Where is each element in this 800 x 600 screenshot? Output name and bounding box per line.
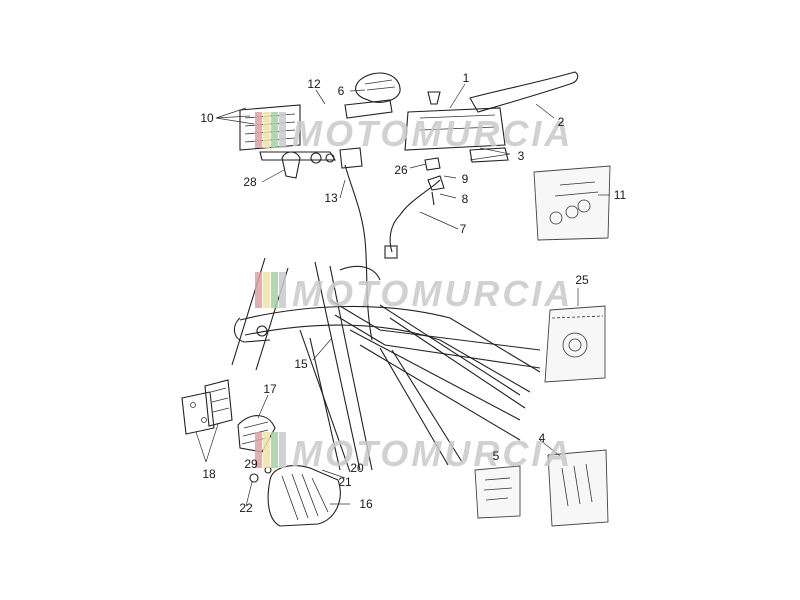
- watermark-middle: MOTOMURCIA: [255, 272, 573, 314]
- callout-label: 11: [614, 188, 627, 202]
- callout-label: 12: [307, 77, 321, 91]
- watermark-stripe: [271, 432, 278, 468]
- watermark-stripe: [255, 272, 262, 308]
- watermark-group: MOTOMURCIA MOTOMURCIA MOTOMURCIA: [255, 112, 573, 474]
- callout-label: 21: [338, 475, 352, 489]
- callout-label: 22: [239, 501, 253, 515]
- parts-bags: [474, 165, 611, 527]
- watermark-stripe: [255, 432, 262, 468]
- watermark-stripe: [263, 272, 270, 308]
- watermark-stripe: [263, 112, 270, 148]
- callout-label: 26: [394, 163, 408, 177]
- callout-label: 1: [463, 71, 470, 85]
- callout-label: 2: [558, 115, 565, 129]
- watermark-top: MOTOMURCIA: [255, 112, 573, 154]
- watermark-stripe: [263, 432, 270, 468]
- callout-label: 28: [243, 175, 257, 189]
- callout-label: 4: [539, 431, 546, 445]
- watermark-stripe: [279, 432, 286, 468]
- callout-label: 9: [462, 172, 469, 186]
- callout-label: 15: [294, 357, 308, 371]
- callout-labels: 1 2 3 4 5 6 7 8 9 10 11 12 13 15 16 17 1…: [200, 71, 626, 515]
- callout-label: 8: [462, 192, 469, 206]
- watermark-text: MOTOMURCIA: [292, 433, 573, 474]
- master-cylinder-assembly: [239, 71, 579, 206]
- watermark-stripe: [255, 112, 262, 148]
- callout-label: 18: [202, 467, 216, 481]
- leader-lines: [195, 83, 610, 507]
- callout-label: 13: [324, 191, 338, 205]
- callout-label: 16: [359, 497, 373, 511]
- callout-label: 20: [350, 461, 364, 475]
- watermark-bottom: MOTOMURCIA: [255, 432, 573, 474]
- watermark-text: MOTOMURCIA: [292, 113, 573, 154]
- frame-tubes: [231, 257, 541, 473]
- brake-caliper: [249, 465, 341, 527]
- brake-hose: [344, 164, 441, 341]
- callout-label: 10: [200, 111, 214, 125]
- watermark-stripe: [279, 272, 286, 308]
- brake-pads: [181, 379, 233, 435]
- watermark-stripe: [271, 112, 278, 148]
- watermark-stripe: [271, 272, 278, 308]
- callout-label: 7: [460, 222, 467, 236]
- callout-label: 3: [518, 149, 525, 163]
- callout-label: 5: [493, 449, 500, 463]
- callout-label: 17: [263, 382, 277, 396]
- watermark-stripe: [279, 112, 286, 148]
- callout-label: 25: [575, 273, 589, 287]
- watermark-text: MOTOMURCIA: [292, 273, 573, 314]
- callout-label: 29: [244, 457, 258, 471]
- callout-label: 6: [338, 84, 345, 98]
